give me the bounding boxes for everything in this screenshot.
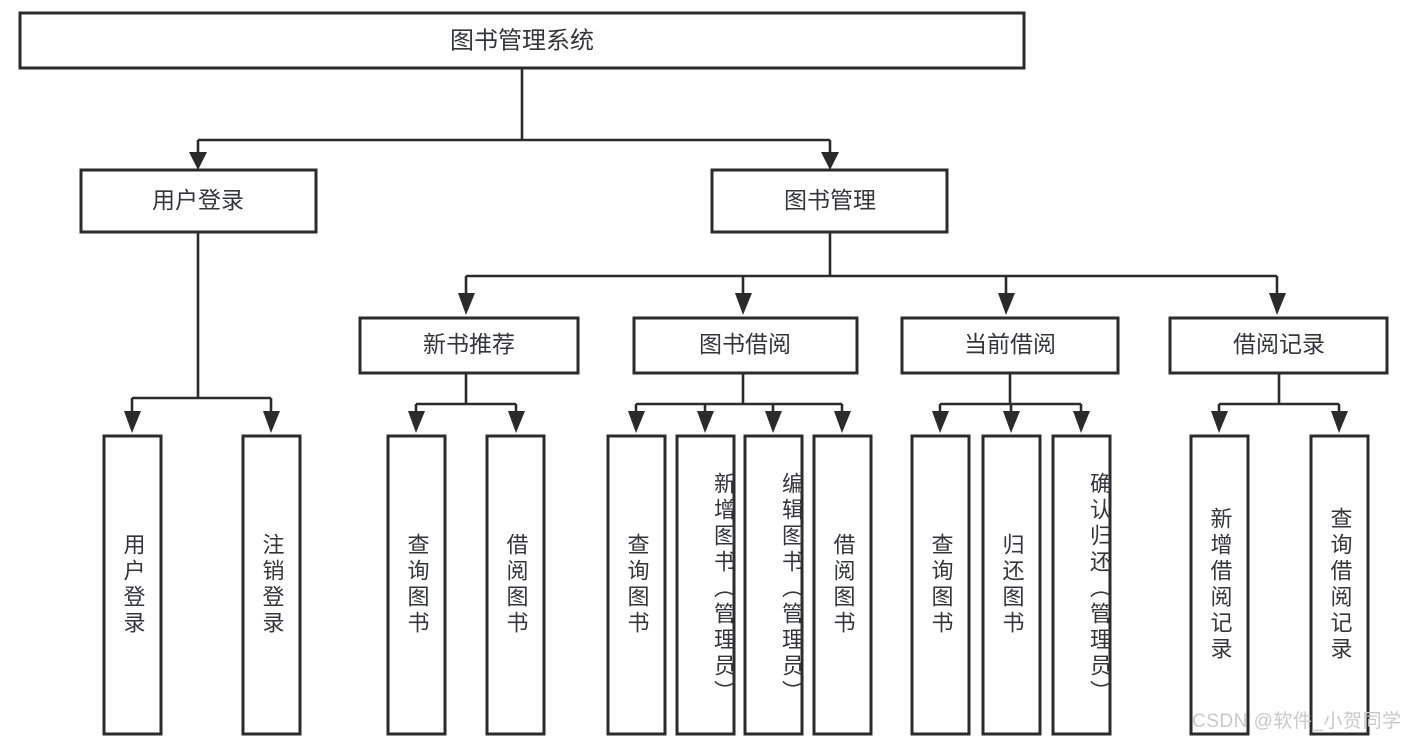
leaf-box-edit-book[interactable] [743, 434, 804, 736]
arrow-to-current-borrow [998, 293, 1015, 315]
node-borrow-record-box[interactable] [1168, 316, 1389, 375]
leaf-box-return-book[interactable] [981, 434, 1042, 736]
node-book-borrow-label: 图书借阅 [699, 331, 791, 357]
arrow-leaf-add-book [697, 411, 714, 433]
node-borrow-record-label: 借阅记录 [1233, 331, 1325, 357]
leaf-box-borrow-book-1[interactable] [485, 434, 546, 736]
csdn-watermark: CSDN @软件_小贺同学 [1192, 711, 1402, 732]
arrow-leaf-confirm-return [1073, 411, 1090, 433]
leaf-box-query-record[interactable] [1309, 434, 1370, 736]
leaf-box-user-login[interactable] [102, 434, 163, 736]
arrow-leaf-query-book-3 [932, 411, 949, 433]
arrow-leaf-return-book [1003, 411, 1020, 433]
node-current-borrow[interactable]: 当前借阅 [900, 316, 1120, 375]
leaf-box-confirm-return[interactable] [1051, 434, 1112, 736]
node-user-login-box[interactable] [79, 168, 318, 234]
node-new-book-rec[interactable]: 新书推荐 [358, 316, 580, 375]
node-root[interactable]: 图书管理系统 [18, 11, 1026, 70]
node-root-box[interactable] [18, 11, 1026, 70]
leaf-box-user-logout[interactable] [241, 434, 302, 736]
arrow-leaf-query-book-2 [628, 411, 645, 433]
arrow-to-user-login [189, 152, 207, 170]
arrow-to-book-manage [821, 152, 839, 170]
leaf-box-add-record[interactable] [1189, 434, 1250, 736]
connector-layer [124, 68, 1348, 433]
leaf-box-add-book[interactable] [675, 434, 736, 736]
arrow-leaf-user-logout [263, 411, 280, 433]
arrow-leaf-borrow-book-2 [834, 411, 851, 433]
arrow-leaf-user-login [124, 411, 141, 433]
node-root-label: 图书管理系统 [450, 27, 594, 54]
node-book-manage[interactable]: 图书管理 [710, 168, 949, 234]
leaf-box-query-book-1[interactable] [386, 434, 447, 736]
leaf-box-borrow-book-2[interactable] [812, 434, 873, 736]
node-new-book-rec-label: 新书推荐 [423, 331, 515, 357]
arrow-leaf-borrow-book-1 [508, 411, 525, 433]
arrow-to-new-book-rec [458, 293, 475, 315]
arrow-leaf-add-record [1211, 411, 1228, 433]
arrow-to-book-borrow [735, 293, 752, 315]
node-user-login[interactable]: 用户登录 [79, 168, 318, 234]
node-new-book-rec-box[interactable] [358, 316, 580, 375]
leaf-box-query-book-3[interactable] [910, 434, 971, 736]
node-book-manage-label: 图书管理 [784, 187, 876, 213]
node-borrow-record[interactable]: 借阅记录 [1168, 316, 1389, 375]
node-current-borrow-label: 当前借阅 [964, 331, 1056, 357]
arrow-to-borrow-record [1269, 293, 1286, 315]
leaf-box-layer [102, 434, 1370, 736]
arrow-leaf-query-record [1331, 411, 1348, 433]
leaf-box-query-book-2[interactable] [606, 434, 667, 736]
arrow-leaf-edit-book [765, 411, 782, 433]
node-current-borrow-box[interactable] [900, 316, 1120, 375]
node-book-borrow[interactable]: 图书借阅 [632, 316, 859, 375]
arrow-leaf-query-book-1 [408, 411, 425, 433]
node-user-login-label: 用户登录 [152, 187, 244, 213]
node-book-borrow-box[interactable] [632, 316, 859, 375]
node-book-manage-box[interactable] [710, 168, 949, 234]
